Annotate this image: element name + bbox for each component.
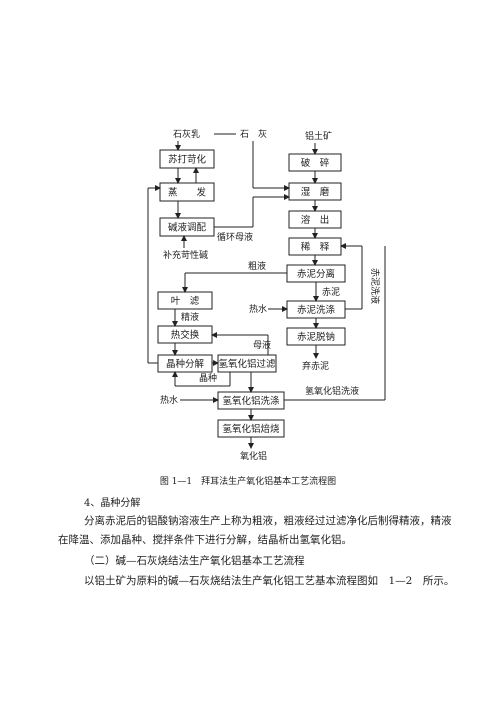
- svg-text:氢氧化铝焙烧: 氢氧化铝焙烧: [222, 423, 280, 435]
- label-hot-water-1: 热水: [249, 303, 267, 315]
- box-seed-decomposition: 晶种分解: [157, 354, 213, 373]
- svg-text:溶 出: 溶 出: [301, 214, 330, 226]
- box-causticize: 苏打苛化: [159, 149, 215, 169]
- svg-text:碱液调配: 碱液调配: [168, 222, 207, 234]
- label-alumina: 氧化铝: [240, 450, 267, 462]
- label-recycle-liquor: 循环母液: [217, 231, 253, 243]
- svg-text:湿 磨: 湿 磨: [301, 187, 330, 198]
- label-crude-liquor: 粗液: [248, 260, 266, 272]
- section-4-body: 分离赤泥后的铝酸钠溶液生产上称为粗液，粗液经过过滤净化后制得精液，精液在降温、添…: [58, 515, 452, 546]
- svg-text:稀 释: 稀 释: [301, 241, 330, 253]
- box-red-mud-wash: 赤泥洗涤: [286, 300, 346, 319]
- box-hydroxide-calcine: 氢氧化铝焙烧: [217, 419, 285, 438]
- label-discard-red-mud: 弃赤泥: [302, 360, 329, 372]
- box-alkali-adjust: 碱液调配: [159, 217, 215, 237]
- svg-text:赤泥洗涤: 赤泥洗涤: [297, 304, 336, 316]
- svg-text:热交换: 热交换: [171, 329, 200, 341]
- label-red-mud-wash-liquor: 赤泥洗液: [369, 268, 381, 304]
- label-seed: 晶种: [199, 372, 217, 384]
- svg-text:苏打苛化: 苏打苛化: [168, 154, 207, 166]
- figure-caption: 图 1—1 拜耳法生产氧化铝基本工艺流程图: [159, 477, 337, 487]
- box-leaf-filter: 叶 滤: [157, 291, 213, 310]
- box-dilute: 稀 释: [288, 237, 342, 256]
- box-digest: 溶 出: [288, 210, 342, 229]
- flow-connectors: [147, 133, 386, 449]
- box-hydroxide-filter: 氢氧化铝过滤: [217, 354, 277, 373]
- label-hydroxide-wash-liquor: 氢氧化铝洗液: [305, 385, 359, 397]
- svg-text:叶 滤: 叶 滤: [171, 295, 200, 307]
- label-red-mud: 赤泥: [322, 287, 340, 298]
- label-bauxite: 铝土矿: [305, 130, 332, 142]
- section-2-body: 以铝土矿为原料的碱—石灰烧结法生产氧化铝工艺基本流程图如 1—2 所示。: [84, 575, 455, 587]
- box-red-mud-separation: 赤泥分离: [286, 264, 346, 283]
- svg-text:破 碎: 破 碎: [301, 157, 330, 169]
- svg-text:晶种分解: 晶种分解: [166, 358, 205, 370]
- box-hydroxide-wash: 氢氧化铝洗涤: [217, 391, 285, 410]
- section-2-title: （二）碱—石灰烧结法生产氧化铝基本工艺流程: [84, 555, 305, 567]
- svg-text:氢氧化铝洗涤: 氢氧化铝洗涤: [222, 395, 280, 407]
- svg-text:蒸 发: 蒸 发: [168, 187, 207, 199]
- box-red-mud-desodium: 赤泥脱钠: [286, 327, 346, 346]
- flowchart: 石灰乳 石 灰 铝土矿 苏打苛化 蒸 发 碱液调配 破 碎 湿 磨 溶 出 稀 …: [147, 128, 386, 462]
- svg-text:赤泥脱钠: 赤泥脱钠: [297, 331, 335, 343]
- svg-text:赤泥分离: 赤泥分离: [297, 268, 335, 280]
- label-lime: 石 灰: [240, 128, 267, 140]
- box-heat-exchange: 热交换: [157, 325, 213, 344]
- box-evaporate: 蒸 发: [159, 182, 215, 202]
- svg-text:氢氧化铝过滤: 氢氧化铝过滤: [218, 358, 276, 370]
- section-4-title: 4、晶种分解: [84, 498, 141, 509]
- label-lime-milk: 石灰乳: [173, 128, 200, 140]
- label-mother-liquor: 母液: [253, 339, 271, 351]
- label-supplement-alkali: 补充苛性碱: [163, 249, 208, 261]
- box-crush: 破 碎: [288, 153, 342, 172]
- label-hot-water-2: 热水: [160, 394, 178, 406]
- box-wet-grind: 湿 磨: [288, 182, 342, 201]
- label-refined-liquor: 精液: [181, 311, 199, 323]
